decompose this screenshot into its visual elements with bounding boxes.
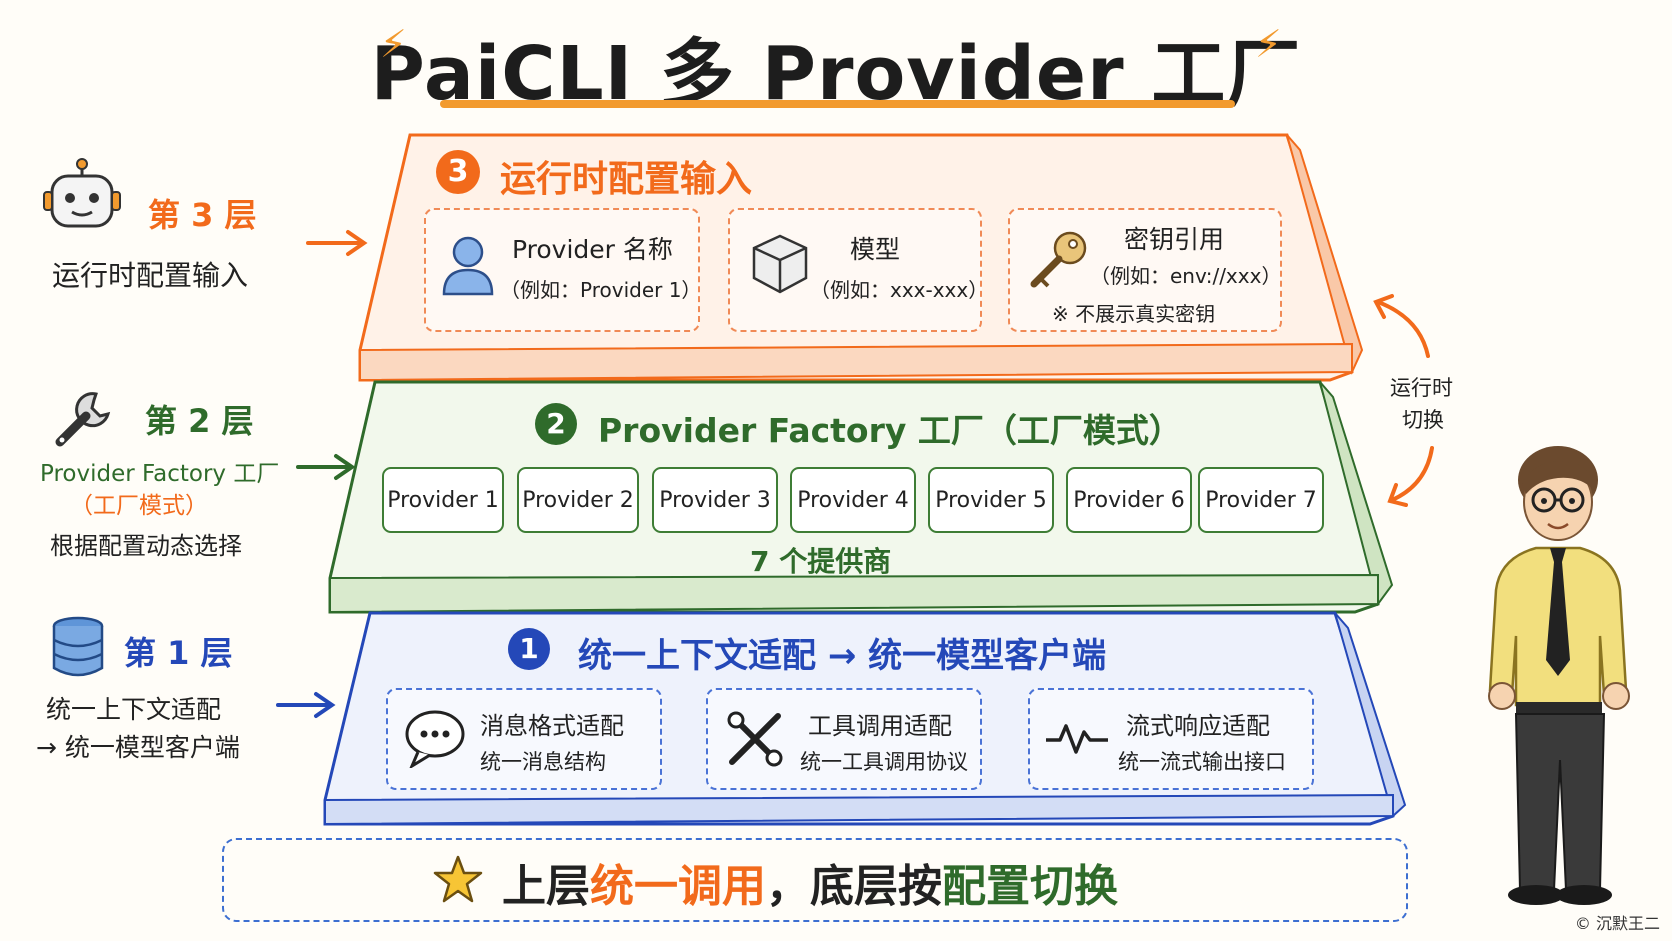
layer3-badge: 3 — [436, 150, 480, 194]
layer1-left-title: 第 1 层 — [124, 634, 233, 672]
star-icon — [433, 855, 483, 903]
card-title: 模型 — [850, 235, 901, 264]
card-title: 工具调用适配 — [808, 712, 952, 740]
right-sparkle-icon: ⚡ — [1255, 22, 1282, 66]
database-icon — [52, 616, 104, 677]
layer1-title: 统一上下文适配 → 统一模型客户端 — [578, 636, 1107, 676]
layer2-left-desc-3: 根据配置动态选择 — [50, 532, 242, 560]
card-desc: （例如：Provider 1） — [500, 278, 702, 302]
left-sparkle-icon: ⚡ — [380, 22, 407, 66]
provider-1: Provider 1 — [382, 467, 504, 533]
developer-character-illustration — [1488, 446, 1630, 905]
bottom-part4: 配置切换 — [942, 861, 1118, 912]
robot-icon — [43, 158, 121, 228]
provider-6: Provider 6 — [1066, 467, 1192, 533]
card-stream-response: 流式响应适配 统一流式输出接口 — [1028, 688, 1314, 790]
bottom-part1: 上层 — [502, 861, 590, 912]
layer2-left-desc-1: Provider Factory 工厂 — [40, 461, 280, 487]
pulse-icon — [1046, 724, 1108, 754]
layer1-left-desc-1: 统一上下文适配 — [46, 695, 222, 724]
card-provider-name: Provider 名称 （例如：Provider 1） — [424, 208, 702, 332]
bottom-part3: ，底层按 — [766, 861, 942, 912]
card-title: 流式响应适配 — [1126, 712, 1270, 740]
card-note: ※ 不展示真实密钥 — [1052, 302, 1216, 326]
bottom-part2: 统一调用 — [590, 861, 766, 912]
layer2-left-title: 第 2 层 — [145, 402, 254, 440]
runtime-switch-line2: 切换 — [1402, 408, 1444, 432]
layer1-left-desc-2: → 统一模型客户端 — [36, 733, 240, 762]
wrench-icon — [55, 392, 111, 447]
provider-7: Provider 7 — [1198, 467, 1324, 533]
layer3-left-desc: 运行时配置输入 — [52, 259, 249, 292]
provider-5: Provider 5 — [928, 467, 1054, 533]
layer2-left-desc-2: （工厂模式） — [70, 493, 208, 519]
card-desc: （例如：xxx-xxx） — [810, 278, 989, 302]
layer1-badge: 1 — [508, 628, 550, 670]
card-model: 模型 （例如：xxx-xxx） — [728, 208, 988, 332]
key-icon — [1030, 231, 1087, 288]
card-desc: 统一消息结构 — [480, 750, 606, 774]
title-underline — [440, 100, 1235, 108]
provider-4: Provider 4 — [790, 467, 916, 533]
provider-2: Provider 2 — [517, 467, 639, 533]
layer2-badge: 2 — [535, 403, 577, 445]
credit: © 沉默王二 — [1574, 914, 1660, 933]
card-desc: 统一工具调用协议 — [800, 750, 968, 774]
provider-count: 7 个提供商 — [750, 545, 892, 578]
card-title: Provider 名称 — [512, 235, 673, 264]
bottom-summary-bar: 上层统一调用，底层按配置切换 — [222, 838, 1408, 922]
provider-3: Provider 3 — [652, 467, 778, 533]
bottom-summary-text: 上层统一调用，底层按配置切换 — [502, 850, 1118, 914]
layer3-left-title: 第 3 层 — [148, 196, 257, 234]
tools-icon — [727, 711, 783, 767]
card-desc: 统一流式输出接口 — [1118, 750, 1286, 774]
layer3-title: 运行时配置输入 — [500, 159, 753, 200]
card-message-format: 消息格式适配 统一消息结构 — [386, 688, 662, 790]
chat-icon — [405, 710, 465, 768]
cube-icon — [752, 234, 808, 294]
layer2-title: Provider Factory 工厂（工厂模式） — [598, 411, 1182, 450]
user-icon — [442, 236, 494, 296]
card-desc: （例如：env://xxx） — [1090, 264, 1282, 288]
card-key-ref: 密钥引用 （例如：env://xxx） ※ 不展示真实密钥 — [1008, 208, 1282, 332]
card-tool-call: 工具调用适配 统一工具调用协议 — [706, 688, 982, 790]
card-title: 密钥引用 — [1124, 225, 1225, 254]
runtime-switch-line1: 运行时 — [1390, 376, 1453, 400]
card-title: 消息格式适配 — [480, 712, 624, 740]
